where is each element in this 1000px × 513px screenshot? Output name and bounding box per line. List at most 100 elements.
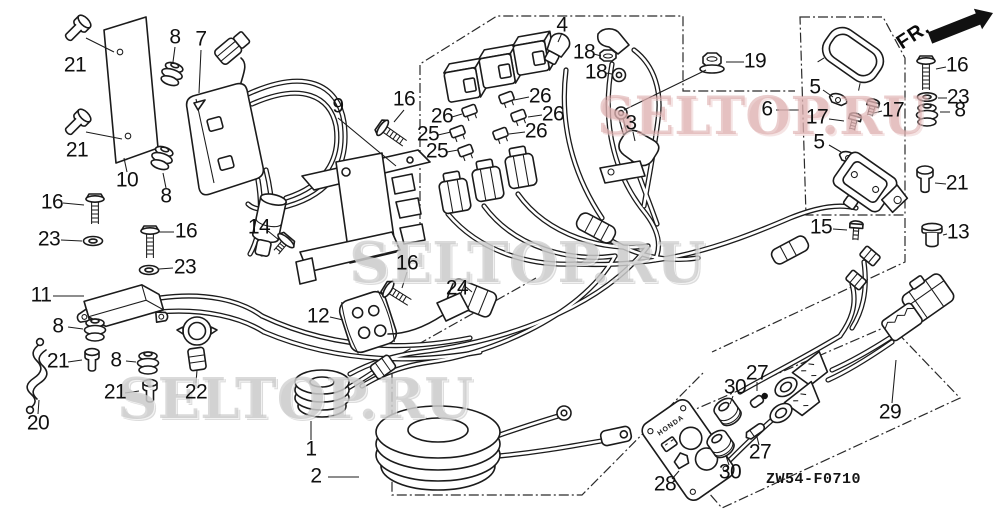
plug xyxy=(845,269,867,291)
part-label-19: 19 xyxy=(743,49,767,73)
part-label-5: 5 xyxy=(813,130,825,154)
part-label-8: 8 xyxy=(52,314,64,338)
part-label-8: 8 xyxy=(954,98,966,122)
part-label-11: 11 xyxy=(30,283,52,307)
harness-29 xyxy=(769,273,955,424)
grommet xyxy=(160,61,184,87)
enclosure-boxes xyxy=(391,15,962,509)
relay xyxy=(512,30,556,76)
bulb xyxy=(745,422,766,440)
part-label-16: 16 xyxy=(40,190,64,214)
part-label-27: 27 xyxy=(745,361,769,385)
part-label-21: 21 xyxy=(63,53,87,77)
socket xyxy=(713,397,742,427)
part-label-30: 30 xyxy=(723,375,747,399)
part-label-22: 22 xyxy=(184,380,208,404)
part-label-18: 18 xyxy=(572,40,596,64)
bushing xyxy=(921,222,943,248)
part-label-7: 7 xyxy=(195,27,207,51)
part-label-28: 28 xyxy=(653,472,677,496)
part-label-9: 9 xyxy=(332,94,344,118)
part-label-5: 5 xyxy=(809,75,821,99)
plug xyxy=(859,245,881,267)
hex-bolt xyxy=(140,225,160,258)
part-label-6: 6 xyxy=(761,97,773,121)
screw xyxy=(865,98,881,117)
inline-connector xyxy=(575,212,617,244)
screw xyxy=(847,112,863,131)
part-label-8: 8 xyxy=(110,348,122,372)
terminal-elbow xyxy=(596,28,630,120)
part-label-18: 18 xyxy=(584,60,608,84)
washer xyxy=(916,92,938,102)
harness-connector xyxy=(438,145,538,215)
rivet-bolt xyxy=(64,14,92,42)
connector-plate xyxy=(338,290,398,354)
connector xyxy=(387,278,498,335)
flange-nut xyxy=(699,52,725,74)
part-label-29: 29 xyxy=(878,400,902,424)
grommet xyxy=(136,351,160,375)
switch-cover xyxy=(817,26,885,91)
part-label-12: 12 xyxy=(306,304,330,328)
part-label-17: 17 xyxy=(805,105,829,129)
rivet-bolt xyxy=(84,347,100,372)
part-label-26: 26 xyxy=(524,119,548,143)
washer xyxy=(138,264,160,276)
part-label-16: 16 xyxy=(174,219,198,243)
part-label-10: 10 xyxy=(115,168,139,192)
part-label-26: 26 xyxy=(528,84,552,108)
hex-bolt xyxy=(85,193,105,224)
inline-connector xyxy=(770,235,810,265)
grommet xyxy=(915,103,939,127)
ground-wire xyxy=(25,337,48,415)
washer xyxy=(82,235,104,247)
part-label-3: 3 xyxy=(625,111,637,135)
grommet xyxy=(150,145,174,171)
part-label-20: 20 xyxy=(26,411,50,435)
grommet xyxy=(83,318,107,342)
part-label-8: 8 xyxy=(160,184,172,208)
part-label-26: 26 xyxy=(541,102,565,126)
key-switch xyxy=(832,151,909,214)
part-label-30: 30 xyxy=(718,460,742,484)
part-label-27: 27 xyxy=(748,440,772,464)
hex-bolt xyxy=(380,280,412,306)
relay-box xyxy=(185,31,265,196)
bracket xyxy=(295,149,431,285)
coil-cylinder xyxy=(251,193,287,258)
screw xyxy=(848,220,864,241)
mini-fuse xyxy=(449,90,527,162)
part-label-25: 25 xyxy=(416,122,440,146)
part-label-16: 16 xyxy=(945,53,969,77)
rivet-bolt xyxy=(916,165,934,194)
part-label-4: 4 xyxy=(556,13,568,37)
part-label-8: 8 xyxy=(169,25,181,49)
hex-bolt xyxy=(374,119,407,147)
coiled-cable-small xyxy=(294,354,397,418)
rectifier xyxy=(76,284,169,328)
terminal-cap xyxy=(544,32,571,66)
rivet-bolt xyxy=(142,378,158,403)
part-label-2: 2 xyxy=(310,464,322,488)
part-label-16: 16 xyxy=(392,87,416,111)
part-label-21: 21 xyxy=(945,171,969,195)
part-label-26: 26 xyxy=(430,104,454,128)
part-label-14: 14 xyxy=(247,215,271,239)
hex-bolt xyxy=(916,55,936,90)
switch-panel: HONDA xyxy=(641,398,735,502)
part-label-21: 21 xyxy=(46,349,70,373)
part-label-1: 1 xyxy=(305,437,317,461)
part-label-23: 23 xyxy=(37,227,61,251)
part-label-21: 21 xyxy=(103,380,127,404)
part-label-25: 25 xyxy=(425,139,449,163)
leader-lines xyxy=(37,32,950,480)
part-label-23: 23 xyxy=(946,85,970,109)
socket xyxy=(706,429,735,459)
fr-arrow-icon xyxy=(927,8,993,44)
part-label-24: 24 xyxy=(445,276,469,300)
fuse-holder xyxy=(176,316,218,372)
